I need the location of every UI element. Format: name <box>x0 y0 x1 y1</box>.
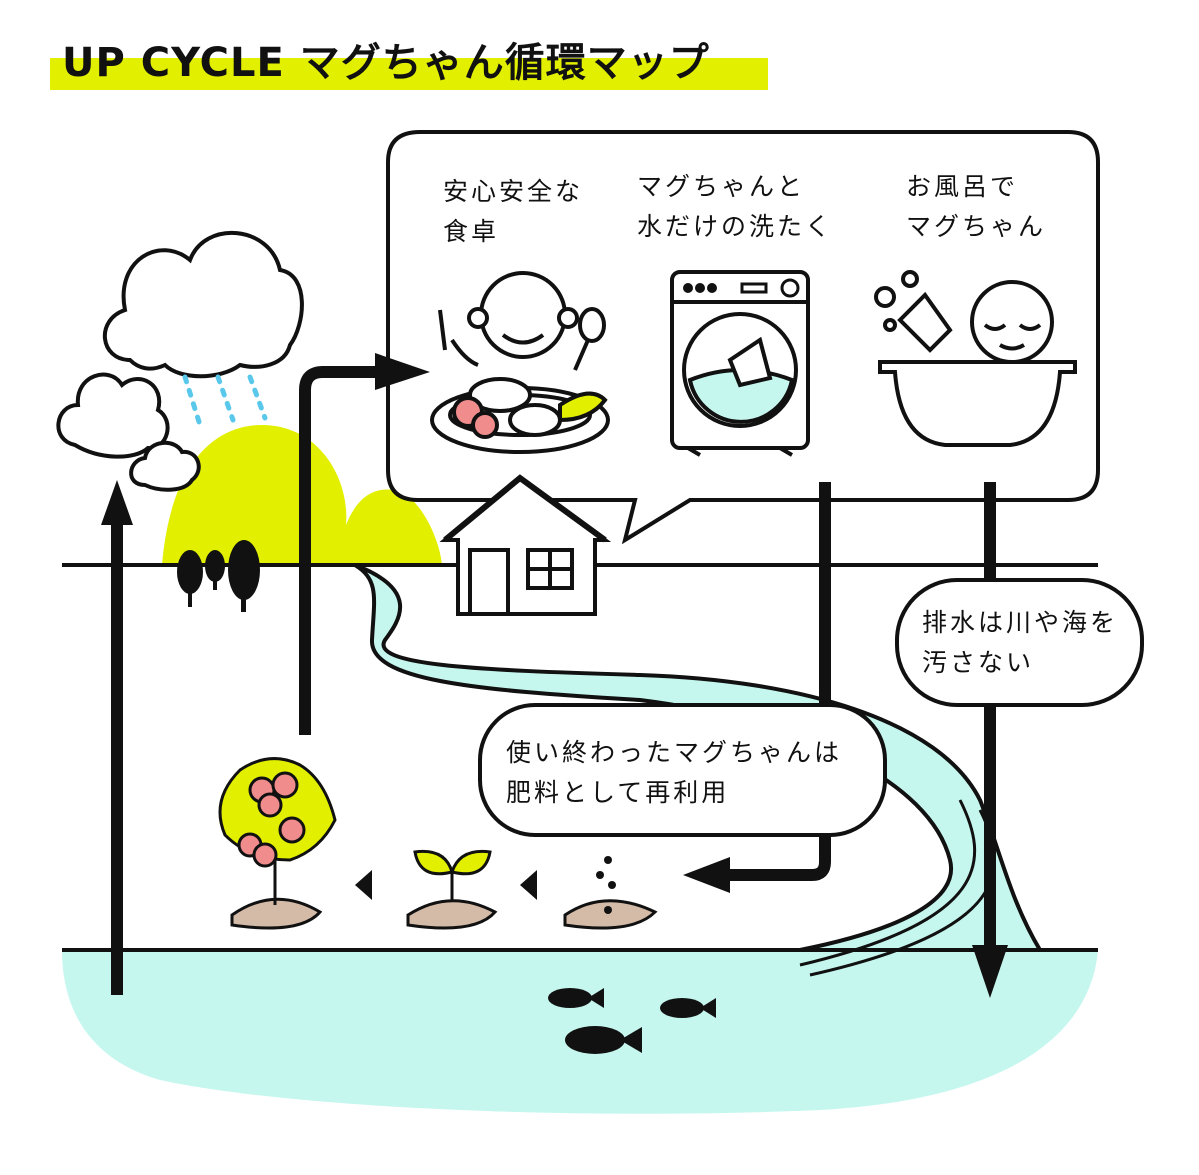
drainage-label-line1: 排水は川や海を <box>922 608 1119 637</box>
sprout-icon <box>413 849 492 900</box>
fertilizer-label-line2: 肥料として再利用 <box>506 778 730 807</box>
page-title: UP CYCLE マグちゃん循環マップ <box>62 40 710 86</box>
tomato-plant-icon <box>218 757 337 905</box>
drainage-label-line2: 汚さない <box>922 648 1035 677</box>
laundry-label-line2: 水だけの洗たく <box>637 212 834 241</box>
drainage-bubble <box>895 578 1144 707</box>
bath-label: お風呂で マグちゃん <box>906 167 1046 247</box>
title-highlight <box>50 58 768 90</box>
river <box>353 563 1044 952</box>
dining-label-line2: 食卓 <box>443 217 500 246</box>
fertilizer-label-line1: 使い終わったマグちゃんは <box>506 738 843 767</box>
dining-label-line1: 安心安全な <box>443 177 584 206</box>
dining-icon <box>430 271 610 454</box>
bath-label-line2: マグちゃん <box>906 212 1047 241</box>
bath-label-line1: お風呂で <box>906 172 1019 201</box>
house-icon <box>439 474 612 616</box>
bath-icon <box>874 270 1077 447</box>
fertilizer-label: 使い終わったマグちゃんは 肥料として再利用 <box>506 733 842 813</box>
cloud-small-icon <box>56 372 201 492</box>
fertilizer-pellets-icon <box>596 856 616 914</box>
trees-icon <box>177 540 260 612</box>
drainage-label: 排水は川や海を 汚さない <box>922 603 1118 683</box>
rain-icon <box>182 374 268 428</box>
arrow-heads <box>101 353 1008 998</box>
fish-icon <box>548 988 716 1054</box>
cloud-large-icon <box>102 230 304 379</box>
washing-machine-icon <box>670 270 810 457</box>
soil-mounds <box>230 897 658 930</box>
dining-label: 安心安全な 食卓 <box>443 172 583 252</box>
fertilizer-bubble <box>478 703 887 837</box>
arrows <box>111 366 996 995</box>
laundry-label-line1: マグちゃんと <box>637 172 806 201</box>
laundry-label: マグちゃんと 水だけの洗たく <box>637 167 833 247</box>
